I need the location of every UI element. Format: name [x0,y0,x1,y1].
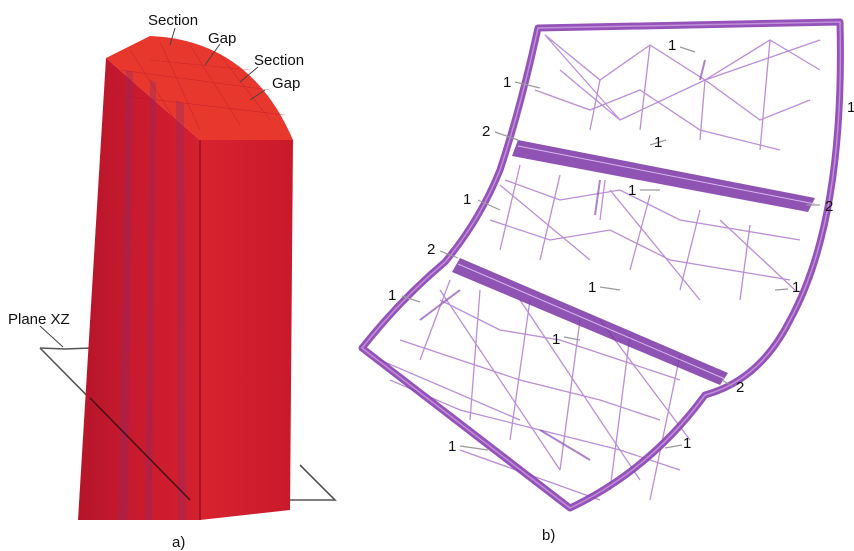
extruded-body [78,36,293,520]
marker-1: 1 [683,435,691,452]
panel-b: 1 1 1 1 1 1 1 1 1 1 1 1 2 2 2 2 b) [358,18,854,544]
marker-1: 1 [588,279,596,296]
label-gap-2: Gap [272,75,300,92]
caption-b: b) [542,527,555,544]
mesh-lines [379,34,821,501]
marker-1: 1 [388,287,396,304]
marker-1: 1 [668,37,676,54]
body-front-face [78,58,200,520]
marker-1: 1 [463,191,471,208]
body-side-face [200,140,293,520]
marker-1: 1 [503,74,511,91]
label-section-2: Section [254,52,304,69]
marker-1: 1 [847,99,854,116]
marker-2: 2 [736,379,744,396]
mesh-accents [419,59,706,461]
b-markers: 1 1 1 1 1 1 1 1 1 1 1 1 2 2 2 2 [388,37,854,455]
section-bands [452,140,816,385]
marker-1: 1 [792,279,800,296]
lower-band-highlight [457,263,726,380]
label-plane-xz: Plane XZ [8,311,70,328]
marker-2: 2 [825,198,833,215]
top-face-mesh [114,41,286,131]
front-stripes [118,70,186,520]
upper-band [512,140,815,212]
b-leader-lines [401,46,820,451]
label-gap-1: Gap [208,30,236,47]
a-leader-lines [39,27,266,348]
plane-xz-crossing [89,397,191,501]
caption-a: a) [172,534,185,551]
marker-1: 1 [654,134,662,151]
marker-2: 2 [427,241,435,258]
body-top-face [106,36,293,140]
marker-1: 1 [448,438,456,455]
label-section-1: Section [148,12,198,29]
panel-a: Section Gap Section Gap Plane XZ a) [8,12,337,551]
marker-1: 1 [628,182,636,199]
lower-band [452,258,728,385]
marker-1: 1 [552,331,560,348]
upper-band-highlight [517,145,816,205]
marker-2: 2 [482,123,490,140]
mesh-frame-highlight [360,21,842,509]
